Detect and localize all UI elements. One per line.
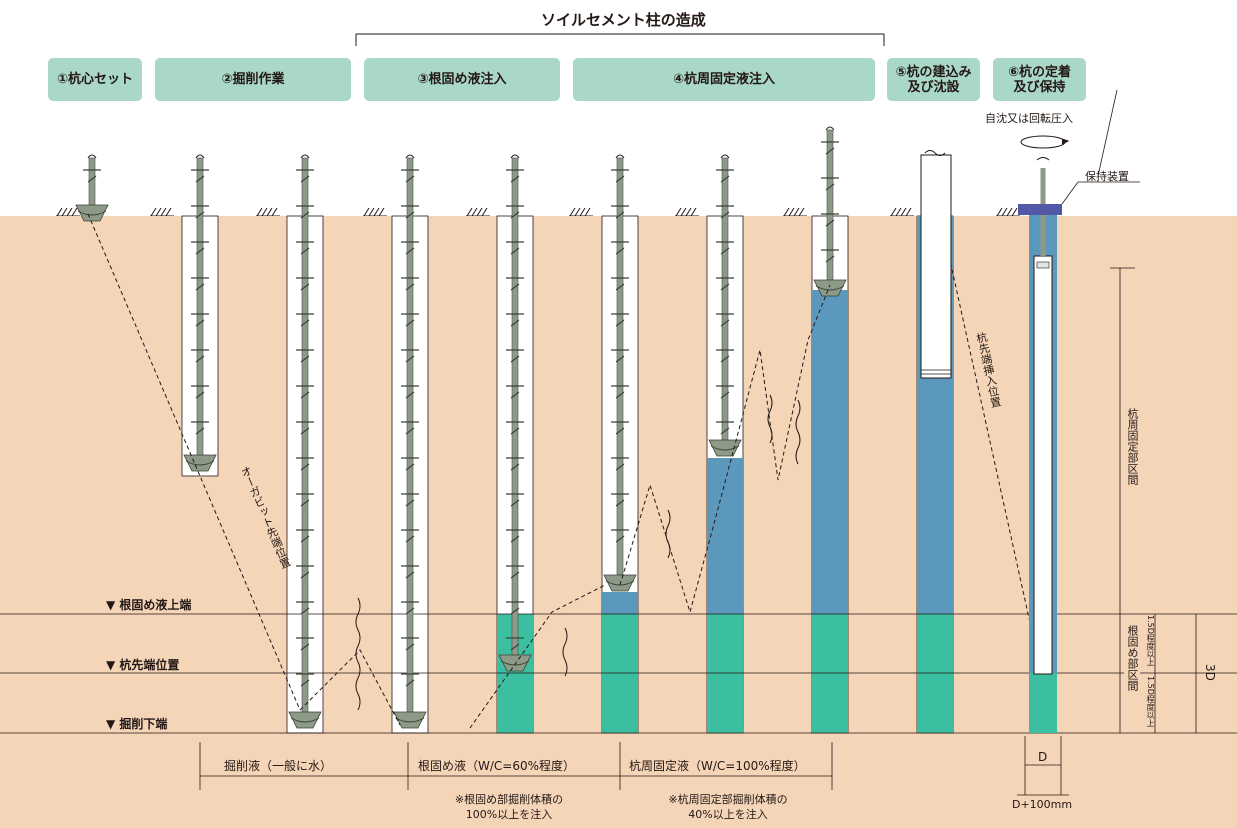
holding-device xyxy=(1018,204,1062,215)
ground-hatch xyxy=(56,208,80,216)
auger-rods xyxy=(75,126,847,729)
holding-device-label: 保持装置 xyxy=(1085,170,1129,183)
ground-hatch xyxy=(569,208,593,216)
step-1-pile-center-set: ①杭心セット xyxy=(48,58,142,101)
liquid-fill xyxy=(707,614,743,733)
ground-hatch xyxy=(256,208,280,216)
step-4-fixing-liquid-injection: ④杭周固定液注入 xyxy=(573,58,875,101)
liquid-fill xyxy=(602,614,638,733)
diagram-title: ソイルセメント柱の造成 xyxy=(541,11,706,29)
auger-rod xyxy=(393,154,427,729)
step-5-pile-insertion: ⑤杭の建込み 及び沈設 xyxy=(887,58,980,101)
d-upper-label: 1.5D程度以上 xyxy=(1146,615,1155,666)
ground-hatch xyxy=(783,208,807,216)
liquid-excavation-label: 掘削液（一般に水） xyxy=(222,757,335,774)
step-6-pile-fixing: ⑥杭の定着 及び保持 xyxy=(993,58,1086,101)
auger-rod xyxy=(813,126,847,297)
liquid-fixing-note: ※杭周固定部掘削体積の 40%以上を注入 xyxy=(668,793,788,821)
ground-hatch xyxy=(996,208,1020,216)
bore-diameter-label: D+100mm xyxy=(1012,798,1073,811)
liquid-fixing-label: 杭周固定液（W/C=100%程度） xyxy=(627,757,808,774)
auger-rod xyxy=(708,154,742,457)
liquid-fill xyxy=(812,614,848,733)
dashed-guides xyxy=(87,213,1041,729)
ground-hatch xyxy=(675,208,699,216)
pile-step6 xyxy=(1018,157,1062,733)
title-bracket xyxy=(355,33,885,46)
pile-step5 xyxy=(920,150,952,379)
auger-rod xyxy=(288,154,322,729)
liquid-fill xyxy=(602,592,638,614)
liquid-fill xyxy=(707,458,743,614)
level-pile-tip: ▼ 杭先端位置 xyxy=(106,658,180,672)
liquid-root-label: 根固め液（W/C=60%程度） xyxy=(416,757,578,774)
rotation-icon xyxy=(1020,135,1070,149)
d-lower-label: 1.5D程度以上 xyxy=(1146,676,1155,727)
three-d-label: 3D xyxy=(1203,664,1217,681)
level-root-liquid-top: ▼ 根固め液上端 xyxy=(106,598,192,612)
auger-rod xyxy=(498,154,532,672)
pile-fixed-section-label: 杭周固定部区間 xyxy=(1124,408,1140,485)
auger-rod xyxy=(603,154,637,592)
step-2-excavation: ②掘削作業 xyxy=(155,58,351,101)
auger-rod xyxy=(183,154,217,472)
step-3-root-liquid-injection: ③根固め液注入 xyxy=(364,58,560,101)
ground-hatch xyxy=(363,208,387,216)
ground-hatch xyxy=(466,208,490,216)
rotation-label: 自沈又は回転圧入 xyxy=(985,112,1073,125)
root-section-label: 根固め部区間 xyxy=(1124,625,1140,691)
ground-hatch xyxy=(890,208,914,216)
wavy-marks xyxy=(355,394,801,711)
ground-hatch xyxy=(150,208,174,216)
liquid-fill xyxy=(812,290,848,614)
dimension-lines xyxy=(199,89,1197,796)
liquid-root-note: ※根固め部掘削体積の 100%以上を注入 xyxy=(454,793,564,821)
auger-rod xyxy=(75,154,109,222)
liquid-fill xyxy=(917,614,953,733)
diameter-label: D xyxy=(1038,750,1048,764)
level-excavation-bottom: ▼ 掘削下端 xyxy=(106,717,168,731)
